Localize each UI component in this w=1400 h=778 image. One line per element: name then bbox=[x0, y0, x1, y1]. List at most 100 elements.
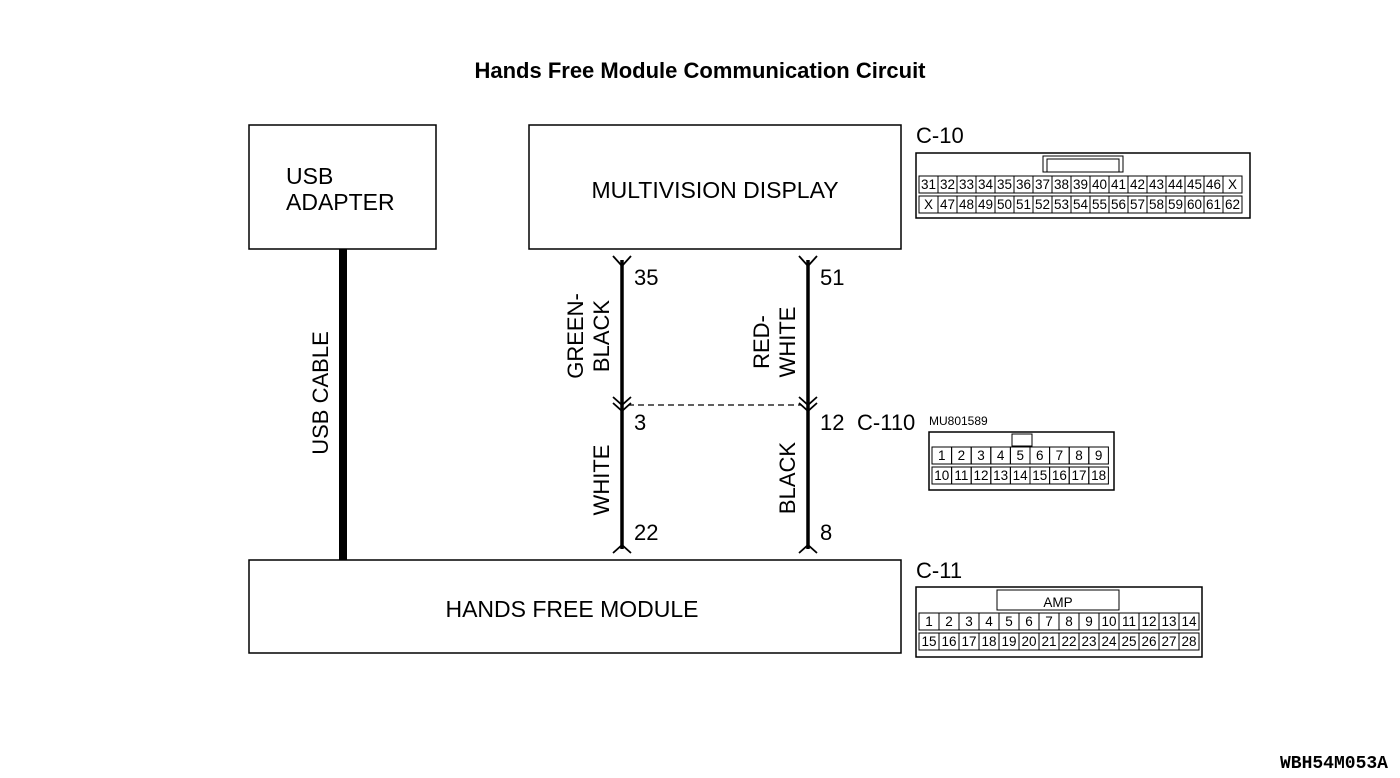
c110-pin-label: 11 bbox=[954, 468, 968, 483]
c11-pin-label: 14 bbox=[1181, 614, 1197, 629]
connector-c11-name: C-11 bbox=[916, 558, 962, 583]
c11-pin-label: 27 bbox=[1161, 634, 1176, 649]
c110-pin-label: 15 bbox=[1032, 468, 1047, 483]
c11-pin-label: 24 bbox=[1101, 634, 1117, 649]
c110-pin-label: 7 bbox=[1056, 448, 1064, 463]
c110-pin-label: 3 bbox=[977, 448, 985, 463]
c10-pin-label: 58 bbox=[1149, 197, 1164, 212]
pin-22-label: 22 bbox=[634, 520, 658, 545]
usb-adapter: USB ADAPTER bbox=[248, 124, 437, 250]
usb-cable-label: USB CABLE bbox=[308, 331, 333, 455]
c10-pin-label: 48 bbox=[959, 197, 974, 212]
c10-pin-label: 31 bbox=[921, 177, 936, 192]
c11-pin-label: 11 bbox=[1122, 614, 1136, 629]
c110-cavity bbox=[1088, 446, 1109, 465]
c11-pin-label: 7 bbox=[1045, 614, 1053, 629]
c10-pin-label: 60 bbox=[1187, 197, 1202, 212]
c110-pin-label: 4 bbox=[997, 448, 1005, 463]
wire-color-white-label: WHITE bbox=[589, 445, 614, 516]
c11-pin-label: 25 bbox=[1121, 634, 1136, 649]
usb-adapter-label-line2: ADAPTER bbox=[286, 189, 395, 215]
c10-pin-label: 42 bbox=[1130, 177, 1145, 192]
c10-pin-label: 44 bbox=[1168, 177, 1184, 192]
wire-color-white2-label: WHITE bbox=[775, 307, 800, 378]
pin-12-label: 12 bbox=[820, 410, 844, 435]
c10-pin-label: X bbox=[924, 197, 933, 212]
c10-pin-label: 53 bbox=[1054, 197, 1069, 212]
c10-pin-label: 61 bbox=[1206, 197, 1221, 212]
hands-free-module-label: HANDS FREE MODULE bbox=[445, 596, 698, 622]
c10-pin-label: 33 bbox=[959, 177, 974, 192]
wire-color-black-label: BLACK bbox=[589, 300, 614, 372]
c11-pin-label: 22 bbox=[1061, 634, 1076, 649]
c10-pin-label: 51 bbox=[1016, 197, 1031, 212]
c10-pin-label: 38 bbox=[1054, 177, 1069, 192]
pin-8-label: 8 bbox=[820, 520, 832, 545]
c110-pin-label: 1 bbox=[938, 448, 946, 463]
c10-pin-label: 41 bbox=[1111, 177, 1126, 192]
c10-pin-label: 34 bbox=[978, 177, 994, 192]
c11-pin-label: 18 bbox=[981, 634, 996, 649]
c11-pin-label: 16 bbox=[941, 634, 956, 649]
c10-pin-label: 55 bbox=[1092, 197, 1107, 212]
c110-pin-label: 10 bbox=[934, 468, 949, 483]
connector-c10-name: C-10 bbox=[916, 123, 964, 148]
c11-pin-label: 10 bbox=[1101, 614, 1116, 629]
c110-pin-label: 17 bbox=[1071, 468, 1086, 483]
c10-pin-label: 54 bbox=[1073, 197, 1089, 212]
c11-pin-label: 21 bbox=[1041, 634, 1056, 649]
c110-pin-label: 18 bbox=[1091, 468, 1106, 483]
c10-pin-label: X bbox=[1228, 177, 1237, 192]
c11-pin-label: 12 bbox=[1141, 614, 1156, 629]
usb-adapter-label-line1: USB bbox=[286, 163, 333, 189]
wire-right: 51 12 8 RED- WHITE BLACK bbox=[749, 255, 844, 554]
diagram-title: Hands Free Module Communication Circuit bbox=[474, 58, 926, 83]
connector-c110-wire-label: C-110 bbox=[857, 410, 915, 435]
c11-pin-label: 19 bbox=[1001, 634, 1016, 649]
wire-left: 35 3 22 GREEN- BLACK WHITE bbox=[563, 255, 658, 554]
c10-pin-label: 62 bbox=[1225, 197, 1240, 212]
c11-pin-label: 20 bbox=[1021, 634, 1036, 649]
wire-color-black2-label: BLACK bbox=[775, 442, 800, 514]
c10-pin-label: 57 bbox=[1130, 197, 1145, 212]
connector-c11-tag: AMP bbox=[1043, 595, 1072, 610]
c11-pin-label: 1 bbox=[925, 614, 933, 629]
c11-pin-label: 28 bbox=[1181, 634, 1196, 649]
c10-pin-label: 37 bbox=[1035, 177, 1050, 192]
c10-pin-label: 40 bbox=[1092, 177, 1107, 192]
c10-pin-label: 45 bbox=[1187, 177, 1202, 192]
c10-pin-label: 35 bbox=[997, 177, 1012, 192]
c11-pin-label: 23 bbox=[1081, 634, 1096, 649]
c110-pin-label: 9 bbox=[1095, 448, 1103, 463]
c10-pin-label: 47 bbox=[940, 197, 955, 212]
c11-cavity bbox=[1178, 612, 1200, 631]
c110-pin-label: 12 bbox=[973, 468, 988, 483]
connector-c110-part-number: MU801589 bbox=[929, 414, 988, 428]
c110-cavity bbox=[1088, 466, 1109, 485]
c10-cavity bbox=[1222, 195, 1243, 214]
pin-51-label: 51 bbox=[820, 265, 844, 290]
pin-35-label: 35 bbox=[634, 265, 658, 290]
c10-pin-label: 52 bbox=[1035, 197, 1050, 212]
c110-pin-label: 2 bbox=[958, 448, 966, 463]
c11-cavity bbox=[1178, 632, 1200, 651]
usb-cable: USB CABLE bbox=[308, 249, 347, 560]
c10-cavity bbox=[1222, 175, 1243, 194]
c11-pin-label: 15 bbox=[921, 634, 936, 649]
pin-3-label: 3 bbox=[634, 410, 646, 435]
c110-pin-label: 13 bbox=[993, 468, 1008, 483]
c11-pin-label: 5 bbox=[1005, 614, 1013, 629]
c110-pin-label: 8 bbox=[1075, 448, 1083, 463]
drawing-code: WBH54M053A bbox=[1280, 754, 1388, 774]
multivision-display: MULTIVISION DISPLAY bbox=[528, 124, 902, 250]
c10-pin-label: 36 bbox=[1016, 177, 1031, 192]
c11-pin-label: 13 bbox=[1161, 614, 1176, 629]
multivision-display-label: MULTIVISION DISPLAY bbox=[591, 177, 838, 203]
c10-pin-label: 49 bbox=[978, 197, 993, 212]
c10-pin-label: 39 bbox=[1073, 177, 1088, 192]
